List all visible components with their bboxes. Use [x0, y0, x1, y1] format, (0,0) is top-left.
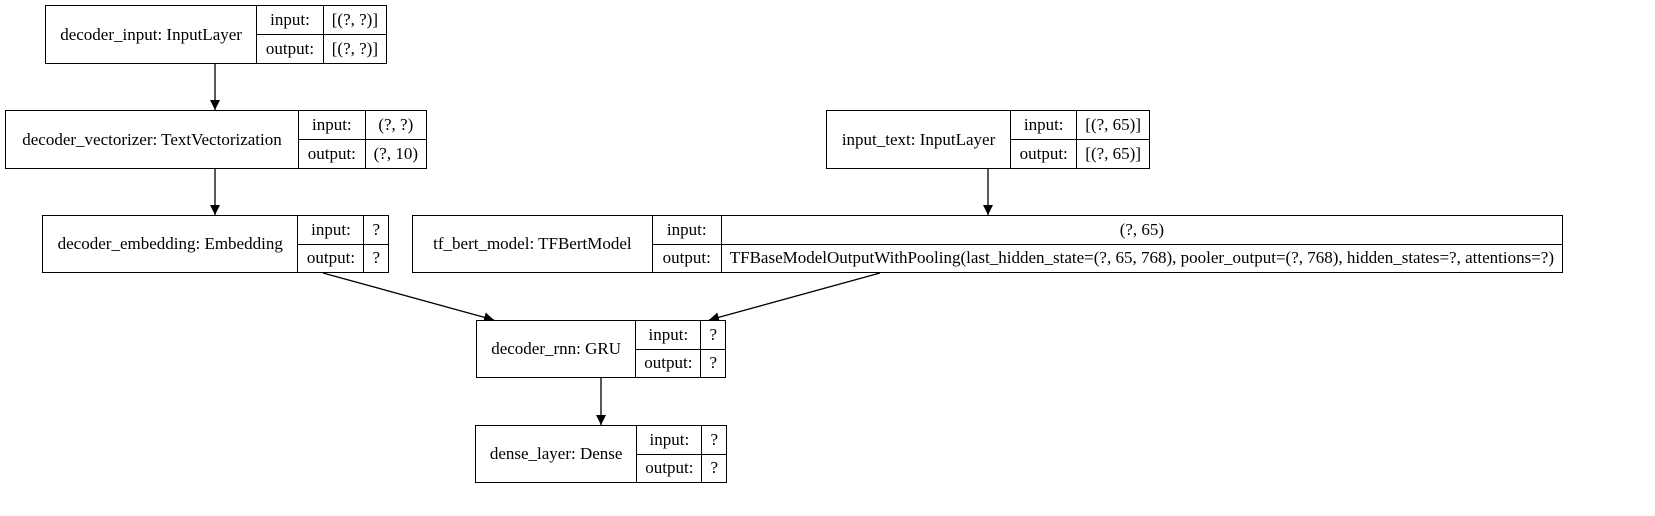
node-name: input_text: InputLayer — [827, 111, 1012, 168]
output-shape: [(?, 65)] — [1085, 144, 1141, 163]
input-label: input: — [257, 6, 323, 35]
output-label: output: — [307, 144, 356, 163]
node-decoder-embedding: decoder_embedding: Embedding input: outp… — [42, 215, 389, 273]
node-name: decoder_rnn: GRU — [477, 321, 637, 377]
input-label: input: — [299, 111, 365, 140]
input-shape: [(?, ?)] — [323, 6, 386, 35]
node-name: dense_layer: Dense — [476, 426, 638, 482]
input-label: input: — [1011, 111, 1077, 140]
node-decoder-input: decoder_input: InputLayer input: output:… — [45, 5, 387, 64]
node-input-text: input_text: InputLayer input: output: [(… — [826, 110, 1150, 169]
edge-embedding-to-rnn — [322, 272, 495, 323]
output-label: output: — [662, 248, 711, 268]
input-shape: [(?, 65)] — [1077, 111, 1149, 140]
output-shape: (?, 10) — [373, 144, 418, 163]
node-tf-bert-model: tf_bert_model: TFBertModel input: output… — [412, 215, 1563, 273]
node-dense-layer: dense_layer: Dense input: output: ? ? — [475, 425, 727, 483]
input-shape: (?, ?) — [365, 111, 426, 140]
input-shape: ? — [701, 321, 725, 350]
input-label: input: — [637, 426, 702, 455]
output-label: output: — [1019, 144, 1068, 163]
input-label: input: — [298, 216, 364, 245]
node-decoder-rnn: decoder_rnn: GRU input: output: ? ? — [476, 320, 726, 378]
output-shape: ? — [709, 353, 717, 373]
output-label: output: — [644, 353, 693, 373]
output-shape: ? — [372, 248, 380, 268]
input-label: input: — [652, 216, 721, 245]
node-name: decoder_input: InputLayer — [46, 6, 258, 63]
input-shape: ? — [702, 426, 726, 455]
node-name: tf_bert_model: TFBertModel — [413, 216, 653, 272]
output-shape: ? — [710, 458, 718, 478]
output-shape: TFBaseModelOutputWithPooling(last_hidden… — [729, 248, 1554, 268]
edge-bert-to-rnn — [708, 272, 881, 323]
output-label: output: — [265, 39, 315, 58]
input-label: input: — [636, 321, 701, 350]
node-name: decoder_vectorizer: TextVectorization — [6, 111, 299, 168]
output-label: output: — [306, 248, 356, 268]
node-name: decoder_embedding: Embedding — [43, 216, 299, 272]
input-shape: (?, 65) — [721, 216, 1562, 245]
node-decoder-vectorizer: decoder_vectorizer: TextVectorization in… — [5, 110, 427, 169]
input-shape: ? — [364, 216, 388, 245]
output-shape: [(?, ?)] — [331, 39, 378, 58]
output-label: output: — [645, 458, 694, 478]
